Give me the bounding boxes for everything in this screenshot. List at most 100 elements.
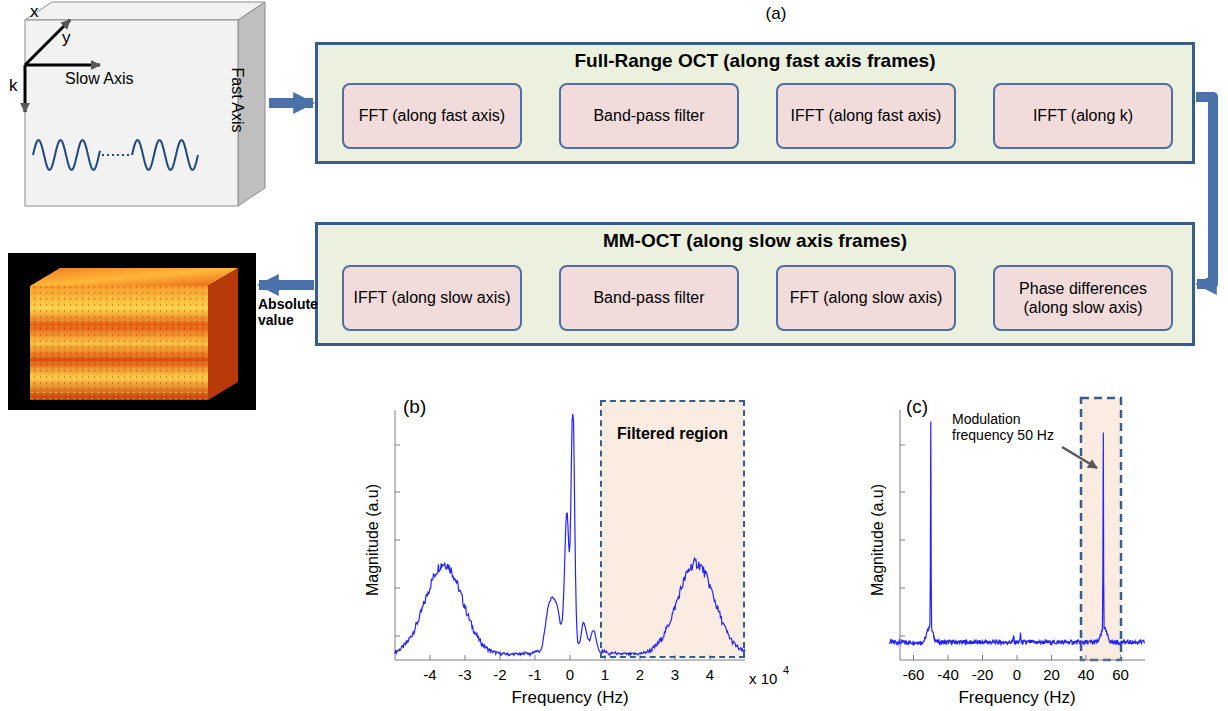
y-axis-arrow (25, 64, 100, 67)
axis-tick (1051, 655, 1052, 660)
flow-arrow (269, 98, 313, 108)
interferogram-waves (33, 140, 198, 170)
x-axis (900, 660, 1145, 661)
axis-tick (948, 655, 949, 660)
axis-tick (1017, 655, 1018, 660)
box-text: FFT (along fast axis) (359, 106, 505, 125)
tick-label: 0 (566, 666, 574, 683)
box-text: IFFT (along slow axis) (353, 288, 510, 307)
y-axis (395, 410, 396, 660)
label: Frequency (Hz) (511, 688, 628, 708)
axis-ticks (395, 445, 710, 660)
spectrum-chart-c (889, 398, 1145, 660)
axis-ticks (900, 445, 1121, 660)
wave-ellipsis (102, 154, 130, 156)
label: k (9, 76, 18, 96)
axis-tick (900, 636, 905, 637)
process-box: Band-pass filter (559, 265, 739, 331)
group-title: MM-OCT (along slow axis frames) (318, 230, 1192, 252)
axis-tick (395, 445, 400, 446)
label: (a) (766, 4, 787, 24)
process-box: IFFT (along k) (993, 83, 1173, 149)
tick-label: -1 (528, 666, 541, 683)
cube-top-face (25, 2, 265, 20)
tick-label: 3 (671, 666, 679, 683)
tick-label: 20 (1043, 666, 1060, 683)
axis-tick (900, 540, 905, 541)
label: x (30, 2, 39, 22)
axis-tick (570, 655, 571, 660)
spectrum-chart-b (395, 402, 745, 660)
box-text: Band-pass filter (593, 288, 704, 307)
cube-front-face (25, 20, 238, 206)
axis-tick (1086, 655, 1087, 660)
label: 4 (783, 664, 789, 676)
tick-label: -4 (423, 666, 436, 683)
group-title: Full-Range OCT (along fast axis frames) (318, 50, 1192, 72)
axis-tick (395, 636, 400, 637)
tick-label: -40 (937, 666, 959, 683)
box-text: FFT (along slow axis) (790, 288, 943, 307)
tick-label: -60 (903, 666, 925, 683)
output-arrow (259, 280, 314, 290)
region-label: Filtered region (602, 424, 743, 444)
process-group: Full-Range OCT (along fast axis frames) F… (315, 42, 1195, 164)
tick-label: 2 (636, 666, 644, 683)
tick-label: -20 (972, 666, 994, 683)
volume-top (30, 268, 238, 286)
box-text: Phase differences (along slow axis) (1001, 279, 1165, 317)
tick-label: 40 (1078, 666, 1095, 683)
axis-tick (900, 445, 905, 446)
axis-tick (900, 588, 905, 589)
spectrum-curve (889, 422, 1144, 645)
axis-tick (982, 655, 983, 660)
axis-tick (535, 655, 536, 660)
k-axis-arrow (24, 65, 27, 112)
data-cube (25, 2, 265, 206)
y-axis (900, 410, 901, 660)
process-box: Phase differences (along slow axis) (993, 265, 1173, 331)
box-text: IFFT (along fast axis) (791, 106, 942, 125)
x-axis-arrow (25, 20, 70, 65)
label: (b) (403, 396, 426, 418)
label: (c) (906, 396, 928, 418)
axis-tick (395, 540, 400, 541)
label: Frequency (Hz) (958, 688, 1075, 708)
volume-side (208, 268, 238, 400)
axis-tick (430, 655, 431, 660)
leader-line (1062, 447, 1097, 468)
label: Modulation frequency 50 Hz (952, 411, 1064, 443)
axis-title: Magnitude (a.u) (869, 484, 887, 596)
volume-background (8, 253, 256, 410)
process-box: FFT (along fast axis) (342, 83, 522, 149)
axis-name: Fast Axis (228, 68, 246, 133)
axis-title: Magnitude (a.u) (364, 484, 382, 596)
axis-tick (913, 655, 914, 660)
label: x 10 (749, 670, 777, 687)
process-box: Band-pass filter (559, 83, 739, 149)
axis-tick (395, 492, 400, 493)
axis-tick (900, 492, 905, 493)
filter-window (1081, 398, 1121, 660)
label: y (62, 28, 71, 48)
tick-label: 1 (601, 666, 609, 683)
axis-tick (1120, 655, 1121, 660)
process-box: IFFT (along fast axis) (776, 83, 956, 149)
process-box: IFFT (along slow axis) (342, 265, 522, 331)
flow-arrow (1196, 97, 1213, 284)
volume-front (30, 286, 208, 400)
label: Absolute value (258, 296, 316, 328)
tick-label: -3 (458, 666, 471, 683)
process-box: FFT (along slow axis) (776, 265, 956, 331)
data-cube-node: Slow AxisFast Axis (25, 18, 265, 208)
tick-label: 60 (1112, 666, 1129, 683)
filter-region: Filtered region (600, 400, 745, 658)
box-text: Band-pass filter (593, 106, 704, 125)
volume-speckle (30, 286, 208, 400)
rendered-volume (8, 253, 256, 410)
axis-tick (395, 588, 400, 589)
tick-label: 0 (1013, 666, 1021, 683)
spectrum-curve (395, 414, 745, 656)
